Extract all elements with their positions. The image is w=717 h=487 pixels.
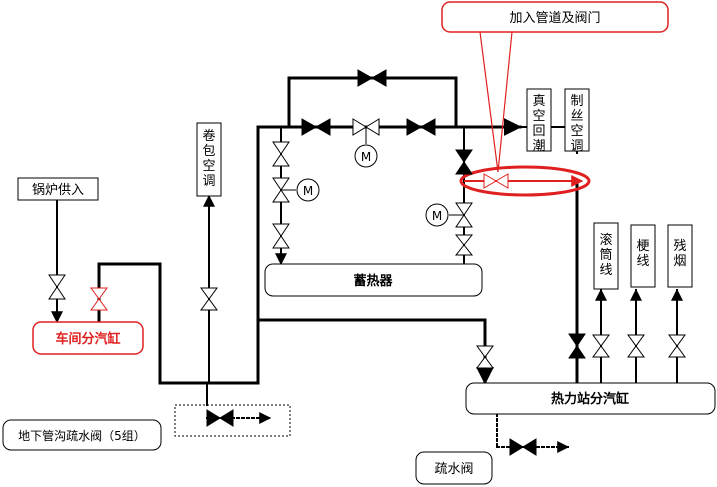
workshop-header-label: 车间分汽缸 <box>55 331 120 347</box>
valve-icon <box>272 223 290 249</box>
motors: M M M <box>296 144 449 227</box>
vacuum-rewet-label: 真空回潮 <box>532 94 545 154</box>
valve-icon <box>592 334 610 358</box>
valve-icon <box>568 333 586 359</box>
drum-line-box <box>593 222 619 290</box>
valve-icon <box>454 234 474 256</box>
accumulator-label: 蓄热器 <box>353 273 393 289</box>
drain-valve-icon <box>509 438 537 456</box>
valve-icon <box>48 274 66 300</box>
callout-pointer <box>479 31 513 173</box>
stem-line-box <box>630 224 656 288</box>
station-header-box <box>465 382 716 415</box>
drain-valve-label: 疏水阀 <box>434 462 473 477</box>
motor-label: M <box>361 150 371 164</box>
motor-label: M <box>432 209 442 223</box>
valve-icon <box>476 345 494 369</box>
residual-smoke-box <box>667 224 693 288</box>
stem-line-label: 梗线 <box>636 239 649 269</box>
highlight-ellipse <box>459 165 591 197</box>
labels: 锅炉供入 车间分汽缸 蓄热器 热力站分汽缸 地下管沟疏水阀（5组） 疏水阀 加入… <box>18 11 686 477</box>
add-pipe-valve-callout <box>441 1 669 33</box>
pipe-to-station <box>256 318 494 385</box>
boiler-supply-label: 锅炉供入 <box>32 182 84 198</box>
wrap-ac-box <box>196 122 222 197</box>
add-pipe-valve-label: 加入管道及阀门 <box>509 11 600 26</box>
motor-label: M <box>303 184 313 198</box>
underground-drain-label: 地下管沟疏水阀（5组） <box>18 428 146 443</box>
pipe-bypass <box>287 76 458 129</box>
motor-icon <box>425 203 449 227</box>
underground-drain-dashed-box <box>174 404 291 437</box>
valve-icon <box>357 69 387 87</box>
residual-smoke-label: 残烟 <box>673 239 686 269</box>
valve-icon <box>200 287 218 311</box>
valve-icon <box>272 141 290 167</box>
vacuum-rewet-box <box>526 88 552 152</box>
valve-icon <box>455 149 473 175</box>
pipe-cutting-ac <box>463 126 583 155</box>
cutting-ac-label: 制丝空调 <box>570 94 583 154</box>
cutting-ac-box <box>564 88 590 152</box>
station-header-label: 热力站分汽缸 <box>551 391 629 407</box>
boiler-supply-box <box>17 177 99 201</box>
valve-icon <box>627 334 645 358</box>
motor-icon <box>354 144 378 168</box>
accumulator-box <box>264 263 483 297</box>
drum-line-label: 滚筒线 <box>599 232 612 278</box>
wrap-ac-label: 卷包空调 <box>202 128 215 189</box>
valves <box>48 69 686 456</box>
drain-valve-label-box <box>415 451 493 485</box>
valve-icon <box>668 334 686 358</box>
drain-valve-icon <box>206 409 234 427</box>
valve-icon <box>301 118 331 136</box>
motor-icon <box>296 178 320 202</box>
new-valve-icon <box>483 173 509 189</box>
underground-drain-label-box <box>2 419 162 451</box>
valve-icon <box>406 118 436 136</box>
workshop-header-box <box>32 321 144 355</box>
new-valve-icon <box>90 287 108 311</box>
